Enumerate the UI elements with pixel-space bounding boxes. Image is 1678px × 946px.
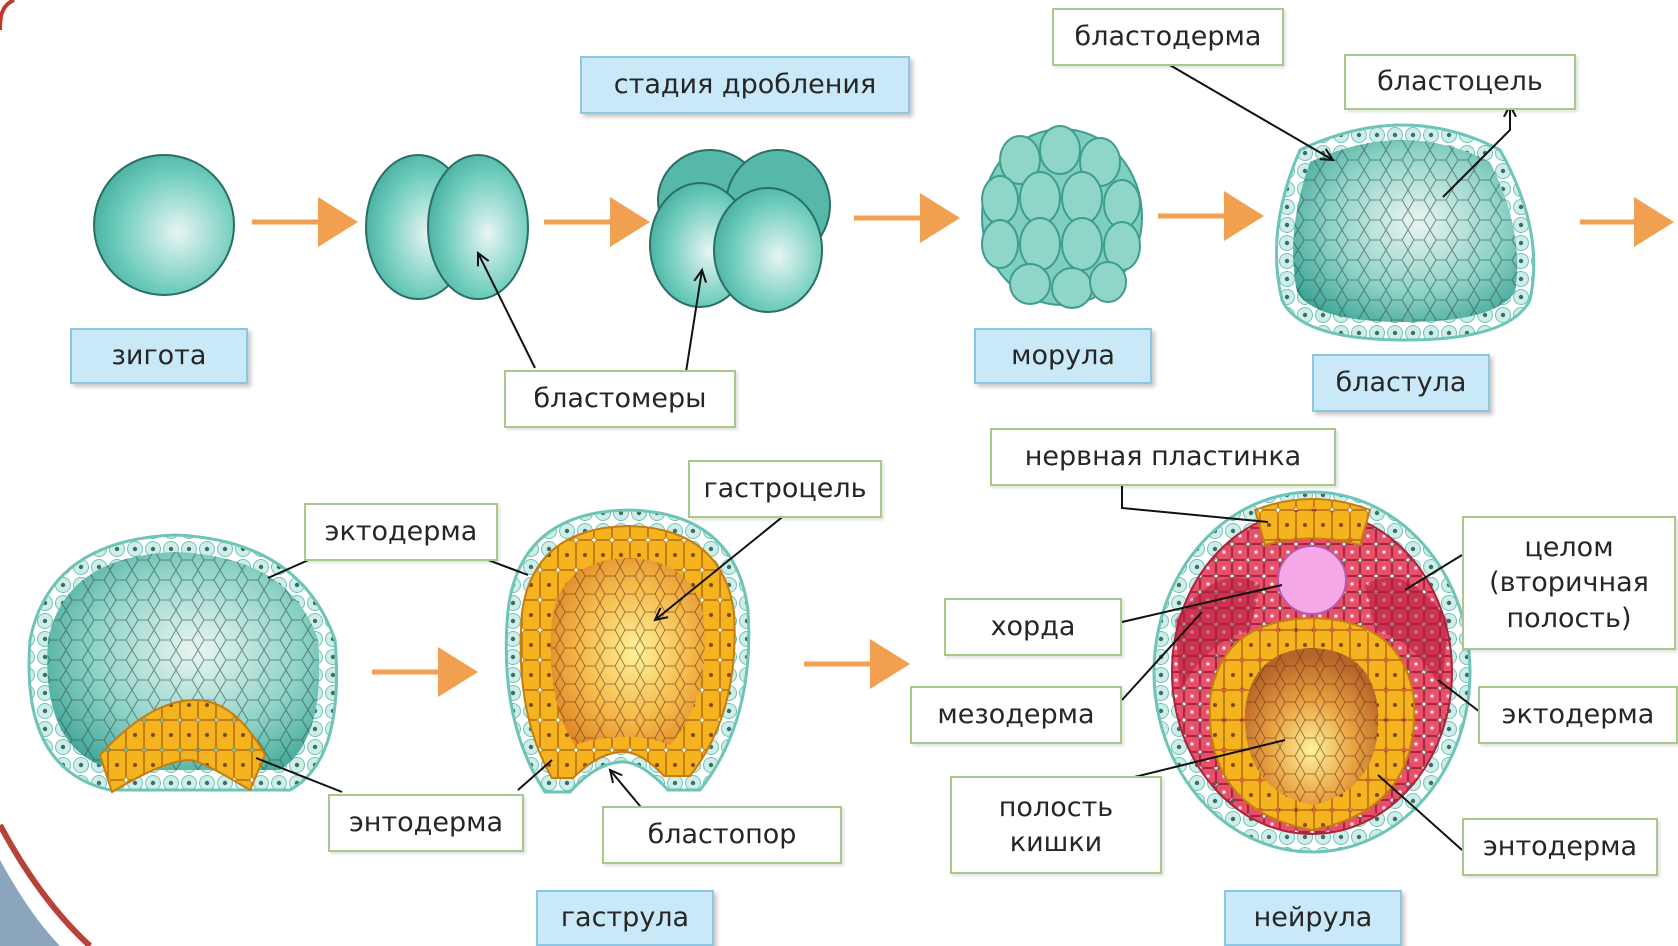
- neurula-embryo: [1154, 492, 1470, 852]
- label-coelom: целом (вторичная полость): [1462, 516, 1676, 650]
- notochord: [1278, 546, 1346, 614]
- label-endoderm-neurula: энтодерма: [1462, 818, 1658, 876]
- two-cell-embryo: [366, 155, 528, 299]
- gastrula-embryo: [506, 510, 749, 792]
- zygote-cell: [94, 155, 234, 295]
- label-blastopore: бластопор: [602, 806, 842, 864]
- label-gastrocoel: гастроцель: [688, 460, 882, 518]
- morula-embryo: [982, 126, 1142, 308]
- label-mesoderm: мезодерма: [910, 686, 1122, 744]
- corner-arc: [0, 0, 14, 30]
- label-ectoderm-gastrula: эктодерма: [304, 503, 498, 561]
- early-gastrula-embryo: [29, 535, 337, 792]
- label-morula: морула: [974, 328, 1152, 384]
- pointer-blastoderm: [1168, 64, 1333, 160]
- label-blastula: бластула: [1312, 354, 1490, 412]
- label-blastomeres: бластомеры: [504, 370, 736, 428]
- label-neurula: нейрула: [1224, 890, 1402, 946]
- label-blastoderm: бластодерма: [1052, 8, 1284, 66]
- blastula-embryo: [1276, 125, 1533, 340]
- four-cell-embryo: [650, 150, 830, 312]
- label-zygote: зигота: [70, 328, 248, 384]
- label-gut-cavity: полость кишки: [950, 776, 1162, 874]
- label-neural-plate: нервная пластинка: [990, 428, 1336, 486]
- label-chorda: хорда: [944, 598, 1122, 656]
- label-ectoderm-neurula: эктодерма: [1478, 686, 1678, 744]
- label-blastocoel: бластоцель: [1344, 54, 1576, 110]
- label-gastrula: гаструла: [536, 890, 714, 946]
- label-endoderm-gastrula: энтодерма: [328, 794, 524, 852]
- label-cleavage-stage: стадия дробления: [580, 56, 910, 114]
